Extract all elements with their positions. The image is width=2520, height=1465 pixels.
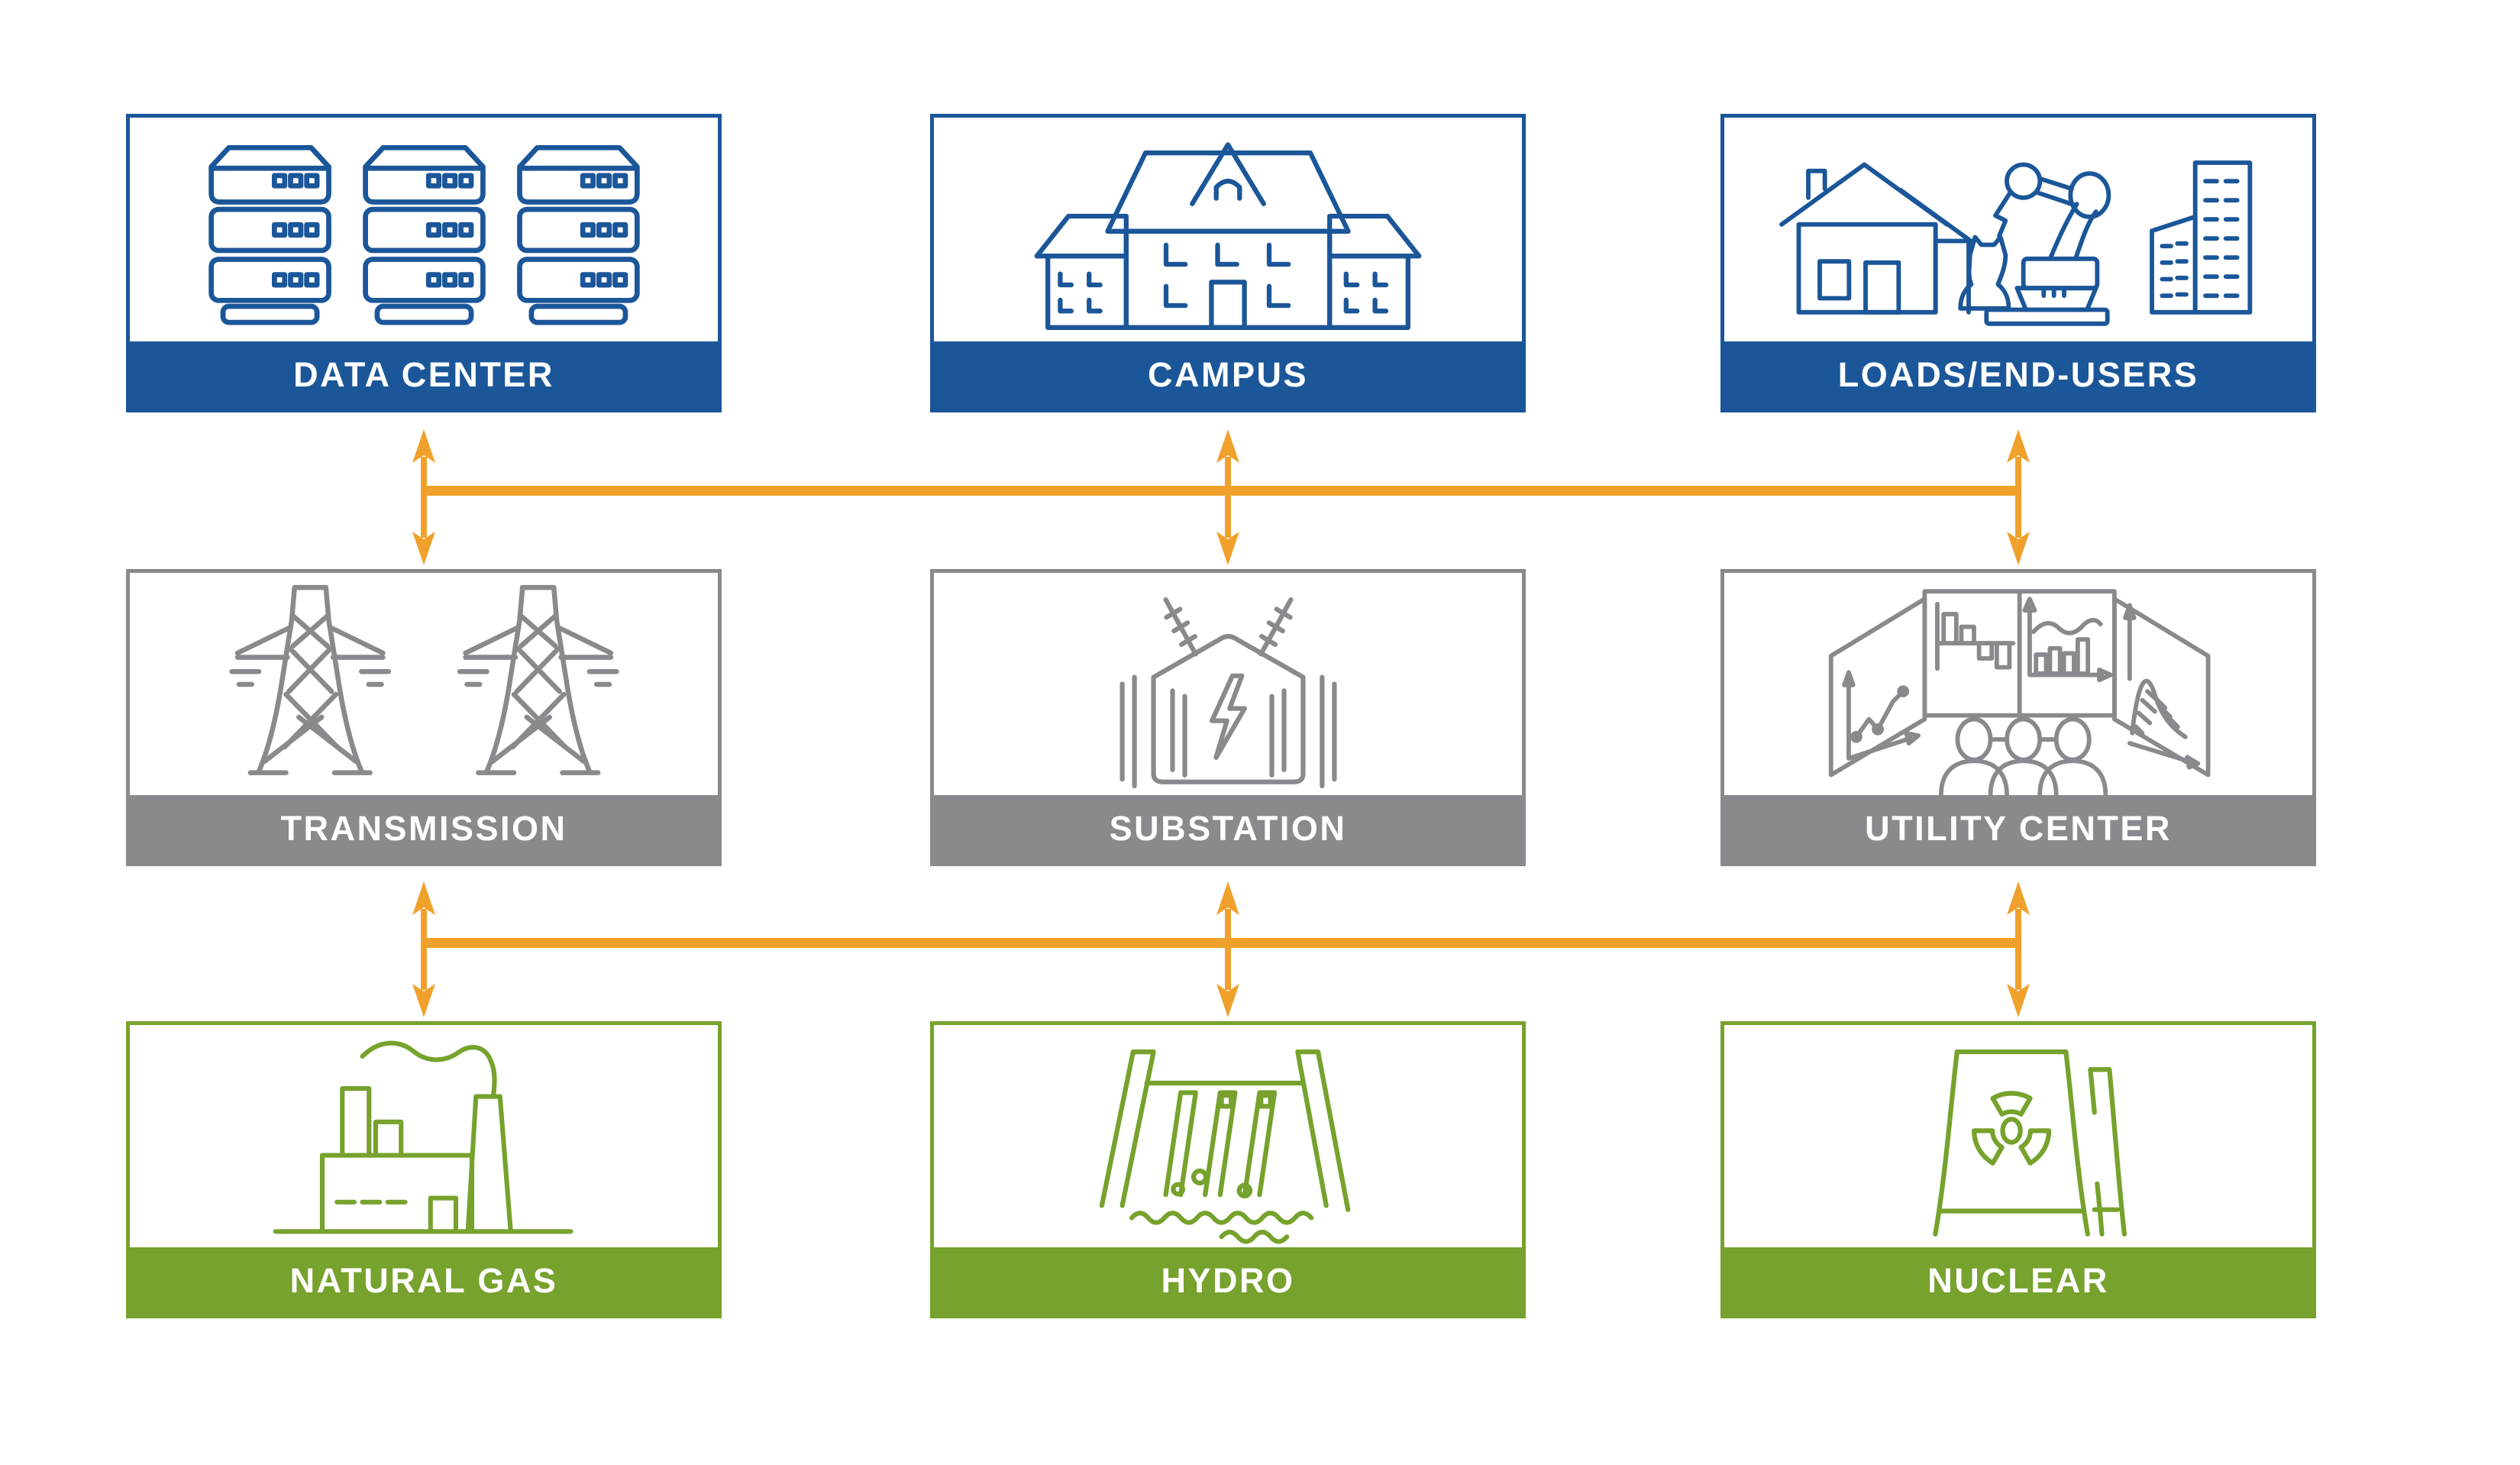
card-banner: NATURAL GAS bbox=[130, 1247, 718, 1315]
card-banner: TRANSMISSION bbox=[130, 795, 718, 862]
bus-arrows-bottom bbox=[412, 881, 2030, 1017]
card-label: UTILITY CENTER bbox=[1865, 809, 2172, 848]
card-label: CAMPUS bbox=[1147, 355, 1308, 394]
house-robot-city-icon bbox=[1779, 160, 2253, 326]
card-transmission: TRANSMISSION bbox=[126, 569, 722, 866]
transformer-icon bbox=[1119, 597, 1337, 789]
card-label: LOADS/END-USERS bbox=[1837, 355, 2199, 394]
card-banner: UTILITY CENTER bbox=[1724, 795, 2312, 862]
card-banner: DATA CENTER bbox=[130, 341, 718, 409]
bus-arrows-top bbox=[412, 429, 2030, 565]
hydro-dam-icon bbox=[1099, 1049, 1350, 1244]
card-banner: SUBSTATION bbox=[934, 795, 1522, 862]
card-loads-end-users: LOADS/END-USERS bbox=[1720, 114, 2316, 412]
card-data-center: DATA CENTER bbox=[126, 114, 722, 412]
card-campus: CAMPUS bbox=[930, 114, 1526, 412]
card-banner: LOADS/END-USERS bbox=[1724, 341, 2312, 409]
card-label: NATURAL GAS bbox=[289, 1261, 558, 1300]
card-label: DATA CENTER bbox=[293, 355, 554, 394]
control-room-icon bbox=[1828, 588, 2211, 795]
card-label: SUBSTATION bbox=[1109, 809, 1347, 848]
card-label: TRANSMISSION bbox=[280, 809, 567, 848]
card-hydro: HYDRO bbox=[930, 1021, 1526, 1318]
gas-plant-icon bbox=[273, 1040, 573, 1234]
card-label: HYDRO bbox=[1161, 1261, 1295, 1300]
card-nuclear: NUCLEAR bbox=[1720, 1021, 2316, 1318]
card-banner: CAMPUS bbox=[934, 341, 1522, 409]
card-banner: NUCLEAR bbox=[1724, 1247, 2312, 1315]
card-natural-gas: NATURAL GAS bbox=[126, 1021, 722, 1318]
card-banner: HYDRO bbox=[934, 1247, 1522, 1315]
nuclear-cooling-tower-icon bbox=[1933, 1049, 2127, 1237]
card-substation: SUBSTATION bbox=[930, 569, 1526, 866]
transmission-towers-icon bbox=[228, 584, 619, 775]
campus-building-icon bbox=[1034, 141, 1422, 330]
card-label: NUCLEAR bbox=[1927, 1261, 2109, 1300]
card-utility-center: UTILITY CENTER bbox=[1720, 569, 2316, 866]
server-racks-icon bbox=[208, 144, 640, 325]
